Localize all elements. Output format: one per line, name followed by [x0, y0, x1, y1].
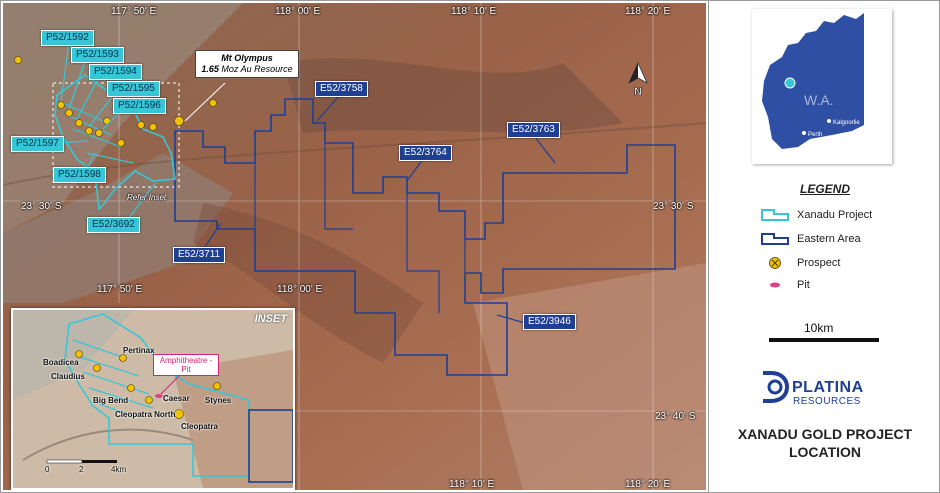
callout-text: Moz Au Resource	[221, 64, 293, 74]
mt-olympus-callout: Mt Olympus 1.65 Moz Au Resource	[195, 50, 299, 78]
project-title: XANADU GOLD PROJECT LOCATION	[709, 425, 940, 461]
prospect-label: Boadicea	[43, 358, 79, 367]
legend-item-pit: Pit	[759, 277, 810, 293]
coord-label: 23° 30' S	[653, 201, 694, 212]
callout-name: Mt Olympus	[221, 53, 273, 63]
legend-item-eastern: Eastern Area	[759, 231, 861, 247]
pit-icon	[759, 277, 791, 293]
tenement-label[interactable]: P52/1594	[89, 64, 142, 80]
coord-label: 118° 00' E	[275, 6, 321, 17]
prospect-label: Pertinax	[123, 346, 155, 355]
inset-title: INSET	[254, 313, 287, 325]
coord-label: 117° 50' E	[97, 284, 143, 295]
north-letter: N	[634, 86, 642, 97]
tenement-label[interactable]: E52/3692	[87, 217, 140, 233]
amphitheatre-pit-label: Amphitheatre - Pit	[153, 354, 219, 376]
town-label: Perth	[808, 132, 822, 138]
brand-name: PLATINA	[792, 379, 864, 396]
inset-scale-label: 4km	[111, 465, 127, 474]
project-title-line: LOCATION	[788, 444, 862, 460]
wa-outline: W.A. Kalgoorlie Perth	[752, 9, 892, 164]
tenement-label[interactable]: E52/3758	[315, 81, 368, 97]
scale-bar	[769, 338, 879, 342]
town-label: Kalgoorlie	[833, 120, 860, 126]
prospect-label: Claudius	[51, 372, 85, 381]
prospect-label: Cleopatra North	[115, 410, 176, 419]
tenement-label[interactable]: P52/1595	[107, 81, 160, 97]
tenement-label[interactable]: P52/1592	[41, 30, 94, 46]
prospect-label: Big Bend	[93, 396, 129, 405]
prospect-label: Cleopatra	[181, 422, 218, 431]
tenement-label[interactable]: E52/3946	[523, 314, 576, 330]
eastern-boundary-icon	[759, 231, 791, 247]
legend-item-prospect: Prospect	[759, 255, 840, 271]
scale-bar-label: 10km	[804, 321, 834, 335]
prospect-label: Caesar	[163, 394, 190, 403]
eastern-area-boundary	[174, 98, 676, 376]
inset-map[interactable]: INSET Boadicea Claudius Pertinax Big Ben…	[11, 308, 295, 490]
tenement-label[interactable]: P52/1596	[113, 98, 166, 114]
coord-label: 118° 10' E	[449, 479, 495, 490]
tenement-label[interactable]: P52/1597	[11, 136, 64, 152]
legend-label: Prospect	[797, 257, 841, 269]
state-label: W.A.	[804, 92, 834, 108]
coord-label: 118° 20' E	[625, 6, 671, 17]
legend-label: Eastern Area	[797, 233, 861, 245]
legend-label: Xanadu Project	[797, 209, 873, 221]
brand-subname: RESOURCES	[793, 396, 861, 407]
north-arrow-icon: N	[627, 61, 649, 97]
tenement-label[interactable]: E52/3764	[399, 145, 452, 161]
coord-label: 23° 40' S	[655, 411, 696, 422]
project-title-line: XANADU GOLD PROJECT	[737, 426, 913, 442]
coord-label: 117° 50' E	[111, 6, 157, 17]
tenement-label[interactable]: P52/1598	[53, 167, 106, 183]
tenement-label[interactable]: E52/3711	[173, 247, 226, 263]
coord-label: 118° 20' E	[625, 479, 671, 490]
coord-label: 23° 30' S	[21, 201, 62, 212]
tenement-label[interactable]: E52/3763	[507, 122, 560, 138]
legend-label: Pit	[797, 279, 810, 291]
callout-amount: 1.65	[201, 64, 219, 74]
xanadu-boundary-icon	[759, 207, 791, 223]
locator-map[interactable]: W.A. Kalgoorlie Perth	[752, 9, 892, 164]
satellite-map[interactable]: 117° 50' E 118° 00' E 118° 10' E 118° 20…	[3, 3, 706, 490]
tenement-label[interactable]: P52/1593	[71, 47, 124, 63]
inset-terrain	[13, 310, 293, 488]
inset-scale-label: 0	[45, 465, 50, 474]
prospect-label: Stynes	[205, 396, 232, 405]
inset-scale-label: 2	[79, 465, 84, 474]
prospect-markers	[14, 56, 217, 147]
legend-panel: W.A. Kalgoorlie Perth LEGEND Xanadu Proj…	[708, 1, 940, 492]
platina-logo-icon	[759, 369, 791, 405]
prospect-icon	[759, 255, 791, 271]
legend-title: LEGEND	[799, 182, 850, 196]
refer-inset-label: Refer Inset	[127, 193, 167, 202]
legend-item-xanadu: Xanadu Project	[759, 207, 872, 223]
coord-label: 118° 00' E	[277, 284, 323, 295]
coord-label: 118° 10' E	[451, 6, 497, 17]
